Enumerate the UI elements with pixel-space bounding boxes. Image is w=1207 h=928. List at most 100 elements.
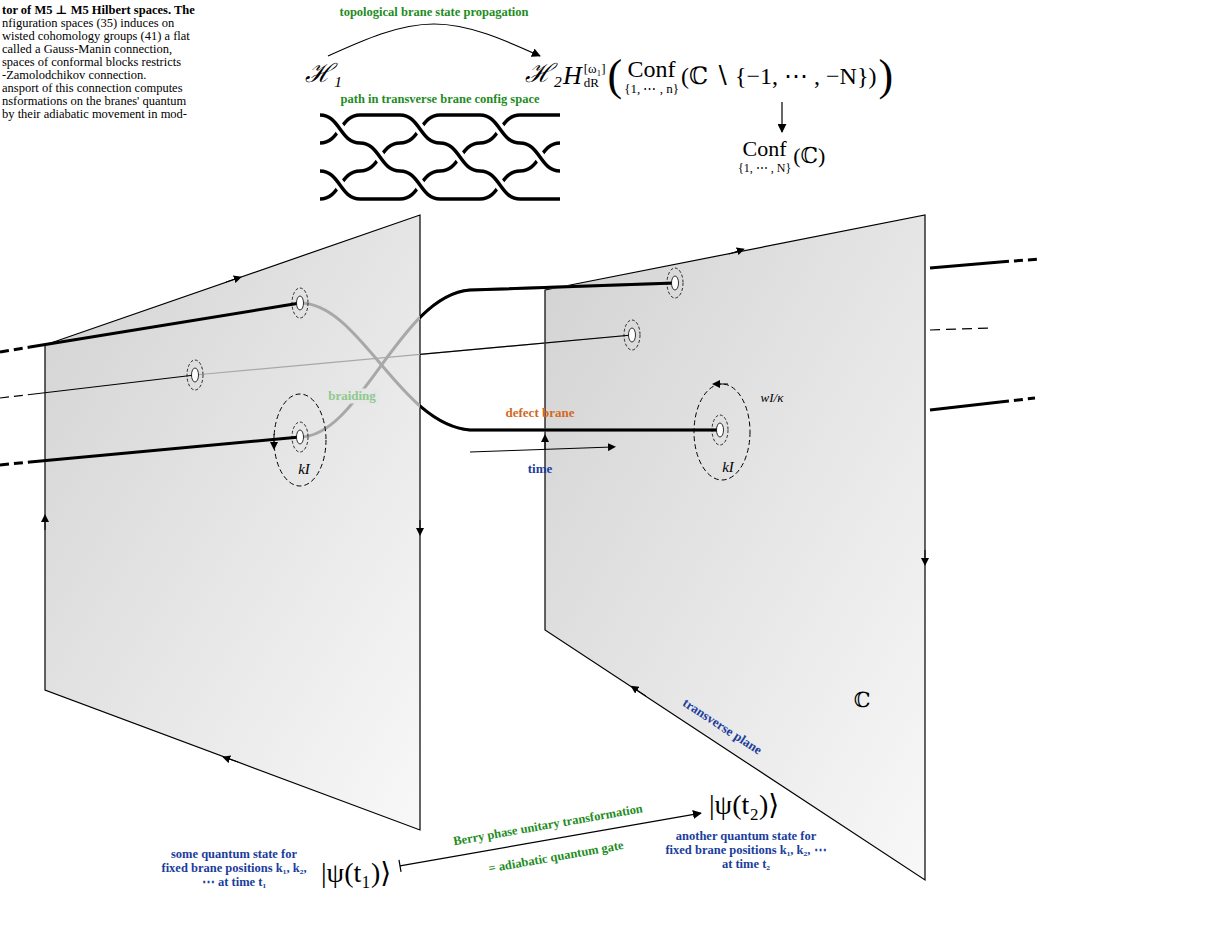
quantum-state: |ψ(t₂)⟩another quantum state for fixed b… [706,788,783,823]
art-line [226,278,238,282]
node-text: Conf [628,56,676,82]
text-group: Conf{1, ⋯ , n} [624,56,679,97]
transverse-plane [45,215,420,830]
art-line [0,462,30,465]
state-description: some quantum state for fixed brane posit… [160,848,308,889]
connector [400,813,701,866]
art-path [300,303,720,430]
art-ellipse [717,423,724,437]
plane-label: transverse plane [680,696,765,758]
connector-group [328,24,540,56]
configuration-space: Conf{1, ⋯ , N}(ℂ) [735,135,829,177]
art-path [480,171,520,199]
time-arrow [470,447,612,452]
art-path [400,115,440,143]
text-group: Conf{1, ⋯ , N} [738,137,791,174]
outgoing-branes [930,259,1040,410]
plane-orientation-arrows [45,250,925,762]
art-path [480,115,520,143]
braiding-label: braiding [325,389,379,404]
text-group: (ℂ) [793,144,825,168]
art-ellipse [274,394,326,486]
art-ellipse [667,268,683,298]
node-text: (ℂ) [793,144,825,168]
art-path [480,171,520,199]
art-path [440,197,480,201]
node-text: |ψ(t₂)⟩ [709,790,779,821]
node-text: |ψ(t₁)⟩ [321,858,391,889]
art-line [545,438,546,450]
art-path [400,171,440,199]
art-ellipse [297,296,304,310]
art-line [925,550,926,562]
art-path [440,143,480,171]
art-path [320,115,360,143]
art-path [440,113,480,117]
art-path [480,115,520,143]
braided-branes-behind [195,283,720,437]
art-path [520,143,560,171]
mapsto-bar [399,860,401,872]
node-text: [ω₁] [584,62,606,76]
art-ellipse [629,328,636,342]
art-path [520,113,560,117]
cohomology-expression: H[ω₁]dR(Conf{1, ⋯ , n}(ℂ ∖ {−1, ⋯ , −N})… [560,52,897,100]
art-path [320,115,360,143]
art-line [729,250,741,254]
hilbert-space: ℋ₁ [302,58,346,91]
art-path [360,113,400,117]
paper-text: called a Gauss-Manin connection, [2,42,172,56]
brane-punctures [187,268,728,452]
node-text: ( [608,54,623,98]
connector-label: topological brane state propagation [336,5,531,19]
art-path [440,143,480,171]
paper-text: wisted cohomology groups (41) a flat [2,29,190,43]
art-line [0,395,30,399]
art-line [930,402,1000,410]
time-label: time [528,462,553,477]
art-line [30,375,195,395]
connector [781,102,782,132]
art-line [45,518,46,530]
art-ellipse [694,384,750,480]
art-path [440,143,480,171]
art-path [400,171,440,199]
text-group: |ψ(t₂)⟩ [709,790,779,821]
monodromy-loops [274,384,750,486]
art-line [1000,259,1040,262]
state-description: another quantum state for fixed brane po… [662,830,830,871]
art-line [930,328,990,330]
text-group: H [563,62,582,91]
art-path [420,303,720,430]
brane-label: defect brane [506,406,575,421]
node-text: ) [878,54,893,98]
art-path [360,143,400,171]
node-text: dR [584,76,599,90]
text-group: ℋ₂ [525,60,562,89]
hilbert-space: ℋ₂ [522,58,566,91]
text-group: [ω₁]dR [584,62,606,91]
art-line [30,303,300,347]
quantum-state: |ψ(t₁)⟩some quantum state for fixed bran… [318,856,395,891]
paper-text: spaces of conformal blocks restricts [2,55,181,69]
art-line [30,437,300,462]
paper-text: -Zamolodchikov connection. [2,68,146,82]
node-text: {1, ⋯ , n} [624,82,679,96]
connector-group [399,813,701,872]
paper-text: by their adiabatic movement in mod- [2,107,187,121]
art-path [320,115,360,143]
connector [328,24,540,56]
node-text: {1, ⋯ , N} [738,162,791,175]
paper-text: nsformations on the branes' quantum [2,94,186,108]
art-path [360,197,400,201]
art-ellipse [297,430,304,444]
art-path [195,335,632,375]
connector-group [782,102,783,132]
art-line [0,347,30,352]
braid-drawing [320,115,560,199]
paper-text: nfiguration spaces (35) induces on [2,16,174,30]
art-ellipse [192,368,199,382]
